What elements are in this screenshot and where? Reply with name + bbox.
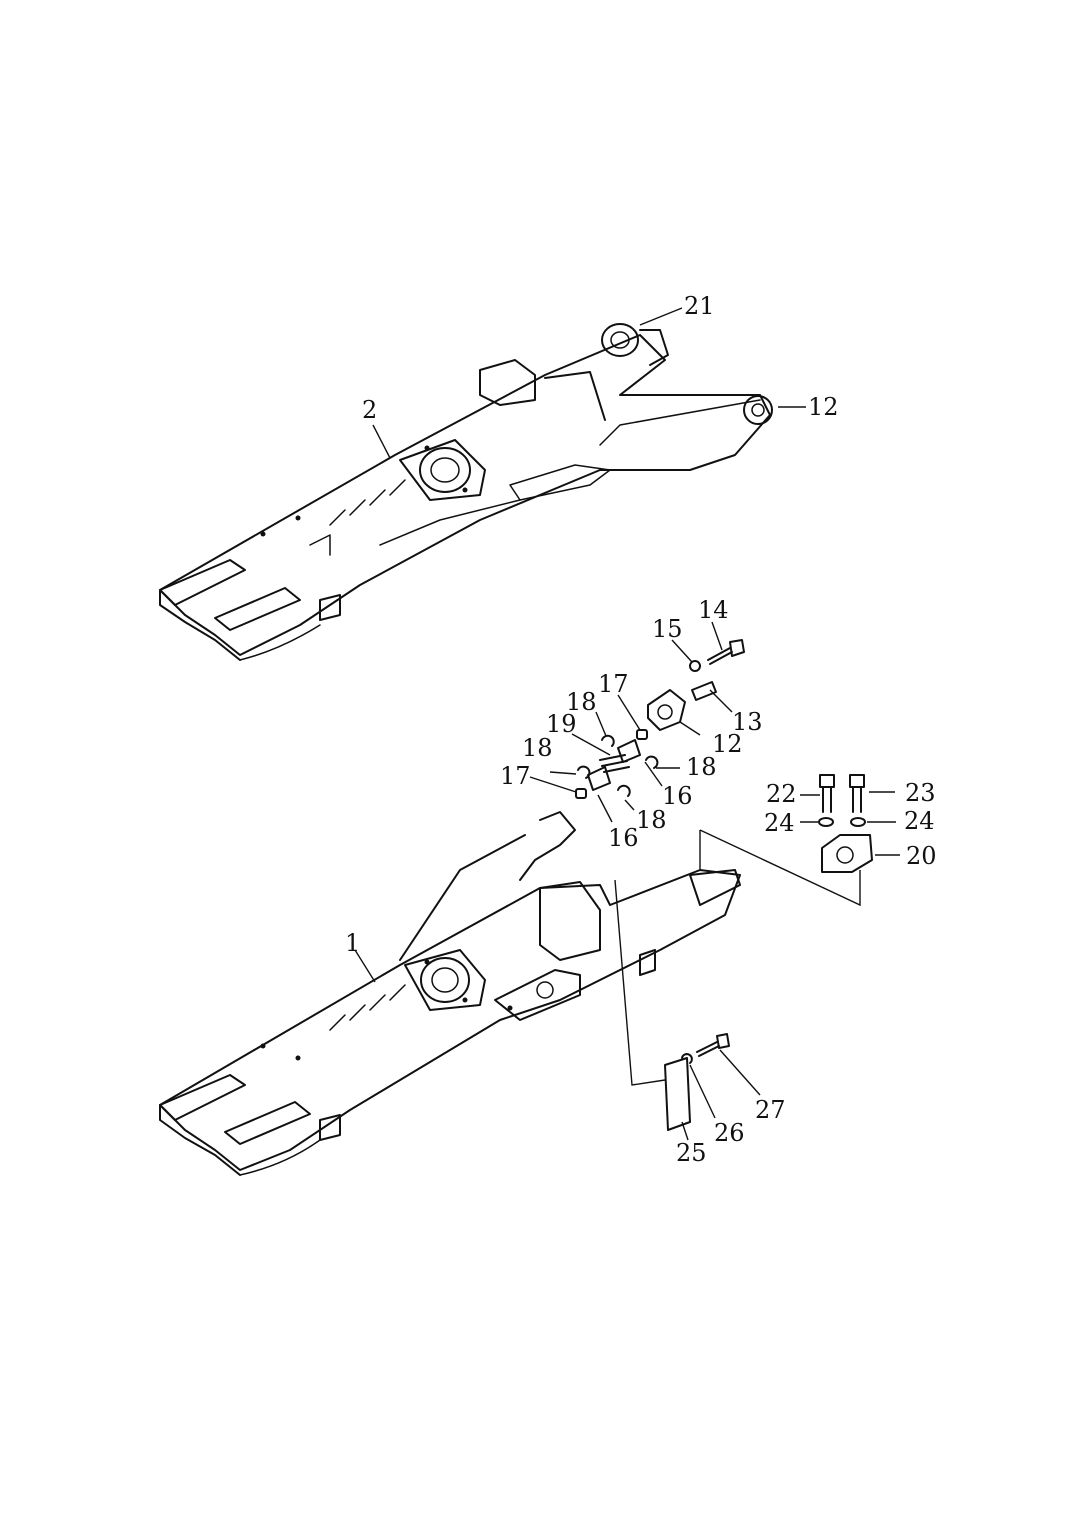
bolt-27 xyxy=(696,1033,730,1057)
callout-17-lower: 17 xyxy=(500,762,531,790)
callout-12-top: 12 xyxy=(808,393,839,421)
callout-27: 27 xyxy=(755,1096,786,1124)
callout-17-upper: 17 xyxy=(598,670,629,698)
callout-21: 21 xyxy=(684,292,715,320)
callout-18-c: 18 xyxy=(686,753,717,781)
callout-1: 1 xyxy=(345,929,360,957)
callout-25: 25 xyxy=(676,1139,707,1167)
callout-14: 14 xyxy=(698,596,729,624)
bolt-14 xyxy=(707,639,745,665)
washers-24 xyxy=(818,817,866,827)
track-frame-lower xyxy=(159,811,741,1176)
callout-2: 2 xyxy=(362,396,377,424)
bushing-16-lower xyxy=(587,766,611,791)
washer-26 xyxy=(681,1053,693,1064)
bolt-22 xyxy=(819,774,835,813)
ring-18-set xyxy=(577,734,659,797)
track-frame-upper xyxy=(159,323,773,661)
callout-labels: 21 2 12 14 15 17 13 18 12 19 18 18 16 17… xyxy=(345,292,937,1167)
leader-lines xyxy=(354,307,900,1141)
callout-20: 20 xyxy=(906,842,937,870)
callout-12-mid: 12 xyxy=(712,730,743,758)
bolt-23 xyxy=(849,774,865,813)
shim-19 xyxy=(599,754,630,773)
callout-22: 22 xyxy=(766,780,797,808)
pin-17-upper xyxy=(636,729,648,740)
callout-16-b: 16 xyxy=(608,824,639,852)
grease-fitting-13 xyxy=(691,681,717,701)
callout-26: 26 xyxy=(714,1119,745,1147)
callout-19: 19 xyxy=(546,710,577,738)
callout-18-a: 18 xyxy=(566,688,597,716)
callout-23: 23 xyxy=(905,779,936,807)
assembly-guides xyxy=(614,829,861,1086)
callout-18-b: 18 xyxy=(522,734,553,762)
callout-18-d: 18 xyxy=(636,806,667,834)
cap-12 xyxy=(647,689,686,731)
cap-20 xyxy=(821,834,873,873)
pin-17-lower xyxy=(575,788,587,799)
washer-15 xyxy=(689,660,701,672)
callout-13: 13 xyxy=(732,708,763,736)
callout-24-a: 24 xyxy=(764,809,795,837)
bushing-16-upper xyxy=(617,739,641,763)
callout-16-a: 16 xyxy=(662,782,693,810)
callout-15: 15 xyxy=(652,615,683,643)
callout-24-b: 24 xyxy=(904,807,935,835)
plate-25 xyxy=(664,1057,691,1131)
